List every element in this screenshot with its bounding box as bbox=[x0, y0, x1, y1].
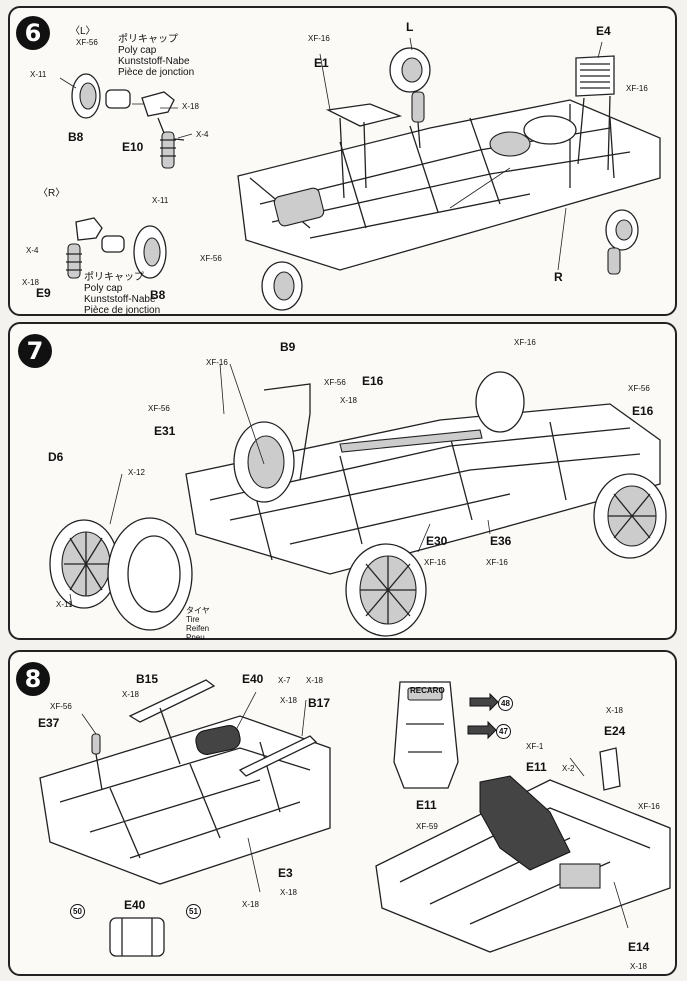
part-e40-a: E40 bbox=[242, 672, 264, 686]
paint-xf16-a: XF-16 bbox=[206, 358, 228, 367]
side-label-right: 〈R〉 bbox=[38, 188, 66, 199]
paint-xf59: XF-59 bbox=[416, 822, 438, 831]
paint-xf16-b: XF-16 bbox=[514, 338, 536, 347]
part-e9: E9 bbox=[36, 286, 51, 300]
paint-xf56-b: XF-56 bbox=[200, 254, 222, 263]
part-e16-b: E16 bbox=[632, 404, 654, 418]
paint-x11-b: X-11 bbox=[152, 196, 169, 205]
paint-x12: X-12 bbox=[128, 468, 145, 477]
tire-line-fr: Pneu bbox=[186, 633, 205, 642]
paint-x18: X-18 bbox=[340, 396, 357, 405]
side-label-left: 〈L〉 bbox=[70, 26, 96, 37]
polycap-line-en: Poly cap bbox=[118, 45, 157, 56]
part-b9: B9 bbox=[280, 340, 296, 354]
decal-ref-48: 48 bbox=[498, 696, 513, 711]
step-8-illustration bbox=[39, 679, 671, 957]
decal-ref-47: 47 bbox=[496, 724, 511, 739]
part-e36: E36 bbox=[490, 534, 512, 548]
paint-x18-b: X-18 bbox=[280, 696, 297, 705]
step-7-illustration bbox=[49, 363, 667, 637]
polycap-r-jp: ポリキャップ bbox=[84, 272, 144, 283]
part-e3: E3 bbox=[278, 866, 293, 880]
part-e31: E31 bbox=[154, 424, 176, 438]
paint-xf56-a: XF-56 bbox=[76, 38, 98, 47]
part-l: L bbox=[406, 20, 414, 34]
paint-x11: X-11 bbox=[56, 600, 73, 609]
polycap-line-fr: Pièce de jonction bbox=[118, 67, 195, 78]
step-number: 7 bbox=[18, 334, 52, 368]
paint-x11-a: X-11 bbox=[30, 70, 47, 79]
paint-x18-d: X-18 bbox=[280, 888, 297, 897]
step-6-panel: 6 bbox=[8, 6, 677, 316]
part-e24: E24 bbox=[604, 724, 626, 738]
paint-xf16-c: XF-16 bbox=[424, 558, 446, 567]
paint-x18-f: X-18 bbox=[606, 706, 623, 715]
part-e10: E10 bbox=[122, 140, 144, 154]
part-d6: D6 bbox=[48, 450, 64, 464]
polycap-r-de: Kunststoff-Nabe bbox=[84, 294, 156, 305]
paint-x4-b: X-4 bbox=[26, 246, 39, 255]
part-e4: E4 bbox=[596, 24, 611, 38]
paint-xf1: XF-1 bbox=[526, 742, 544, 751]
part-b17: B17 bbox=[308, 696, 331, 710]
part-r: R bbox=[554, 270, 563, 284]
step-6-illustration bbox=[59, 37, 661, 311]
paint-x18-e: X-18 bbox=[242, 900, 259, 909]
polycap-line-jp: ポリキャップ bbox=[118, 34, 178, 45]
polycap-line-de: Kunststoff-Nabe bbox=[118, 56, 190, 67]
part-e40-b: E40 bbox=[124, 898, 146, 912]
seat-logo: RECARO bbox=[410, 686, 445, 695]
part-e14: E14 bbox=[628, 940, 650, 954]
part-e37: E37 bbox=[38, 716, 60, 730]
tire-line-de: Reifen bbox=[186, 624, 210, 633]
paint-xf56: XF-56 bbox=[50, 702, 72, 711]
paint-x18-a: X-18 bbox=[182, 102, 199, 111]
step-number: 6 bbox=[16, 16, 50, 50]
paint-xf56-c: XF-56 bbox=[628, 384, 650, 393]
paint-xf56-a: XF-56 bbox=[324, 378, 346, 387]
paint-xf16-b: XF-16 bbox=[626, 84, 648, 93]
decal-ref-51: 51 bbox=[186, 904, 201, 919]
paint-xf16-d: XF-16 bbox=[486, 558, 508, 567]
part-b15: B15 bbox=[136, 672, 159, 686]
part-e11-a: E11 bbox=[416, 798, 437, 812]
paint-x4-a: X-4 bbox=[196, 130, 209, 139]
step-7-panel: 7 B9 XF-16 XF-56 E16 X-18 XF-1 bbox=[8, 322, 677, 642]
paint-x18-c: X-18 bbox=[306, 676, 323, 685]
decal-ref-50: 50 bbox=[70, 904, 85, 919]
polycap-r-en: Poly cap bbox=[84, 283, 123, 294]
tire-line-jp: タイヤ bbox=[186, 606, 210, 615]
paint-xf16-a: XF-16 bbox=[308, 34, 330, 43]
paint-xf16: XF-16 bbox=[638, 802, 660, 811]
paint-x18-b: X-18 bbox=[22, 278, 39, 287]
part-e1: E1 bbox=[314, 56, 329, 70]
part-b8-a: B8 bbox=[68, 130, 84, 144]
paint-x18-a: X-18 bbox=[122, 690, 139, 699]
paint-xf56-b: XF-56 bbox=[148, 404, 170, 413]
step-8-panel: 8 B15 X-18 bbox=[8, 650, 677, 976]
polycap-r-fr: Pièce de jonction bbox=[84, 305, 161, 316]
step-number: 8 bbox=[16, 662, 50, 696]
part-b8-b: B8 bbox=[150, 288, 166, 302]
paint-x2: X-2 bbox=[562, 764, 575, 773]
paint-x18-g: X-18 bbox=[630, 962, 647, 971]
part-e11-b: E11 bbox=[526, 760, 547, 774]
part-e30: E30 bbox=[426, 534, 448, 548]
part-e16-a: E16 bbox=[362, 374, 384, 388]
paint-x7: X-7 bbox=[278, 676, 291, 685]
tire-line-en: Tire bbox=[186, 615, 200, 624]
